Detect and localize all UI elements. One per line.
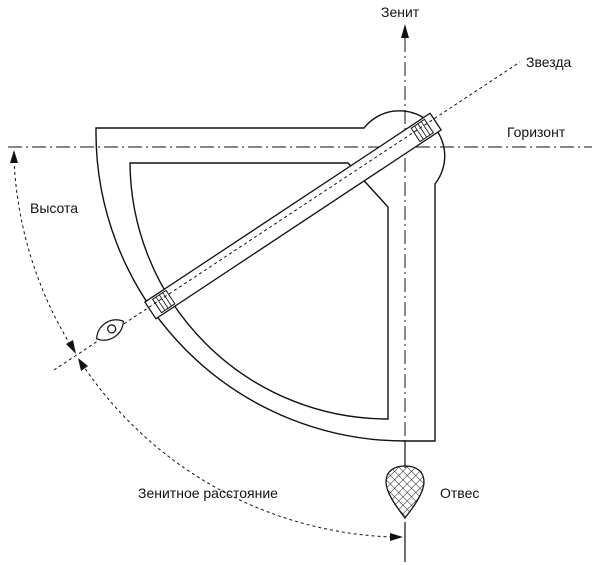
zenith-label: Зенит — [381, 4, 420, 20]
quadrant-frame — [95, 110, 446, 442]
star-label: Звезда — [526, 54, 571, 70]
plumb-label: Отвес — [440, 485, 479, 501]
zenith-distance-arc — [81, 363, 393, 538]
zenith-arrow-icon — [401, 24, 409, 38]
zenith-distance-label: Зенитное расстояние — [138, 485, 278, 501]
horizon-label: Горизонт — [507, 124, 566, 140]
plumb-bob-icon — [385, 465, 425, 520]
altitude-arrow-top-icon — [10, 150, 18, 163]
altitude-arc — [13, 159, 74, 350]
altitude-arrow-bottom-icon — [66, 340, 76, 354]
eye-icon — [96, 319, 124, 341]
zenith-distance-arrow-right-icon — [390, 533, 403, 541]
alidade — [143, 112, 443, 320]
zenith-distance-arrow-left-icon — [78, 358, 88, 371]
quadrant-inner-frame — [129, 162, 389, 420]
altitude-label: Высота — [30, 200, 78, 216]
